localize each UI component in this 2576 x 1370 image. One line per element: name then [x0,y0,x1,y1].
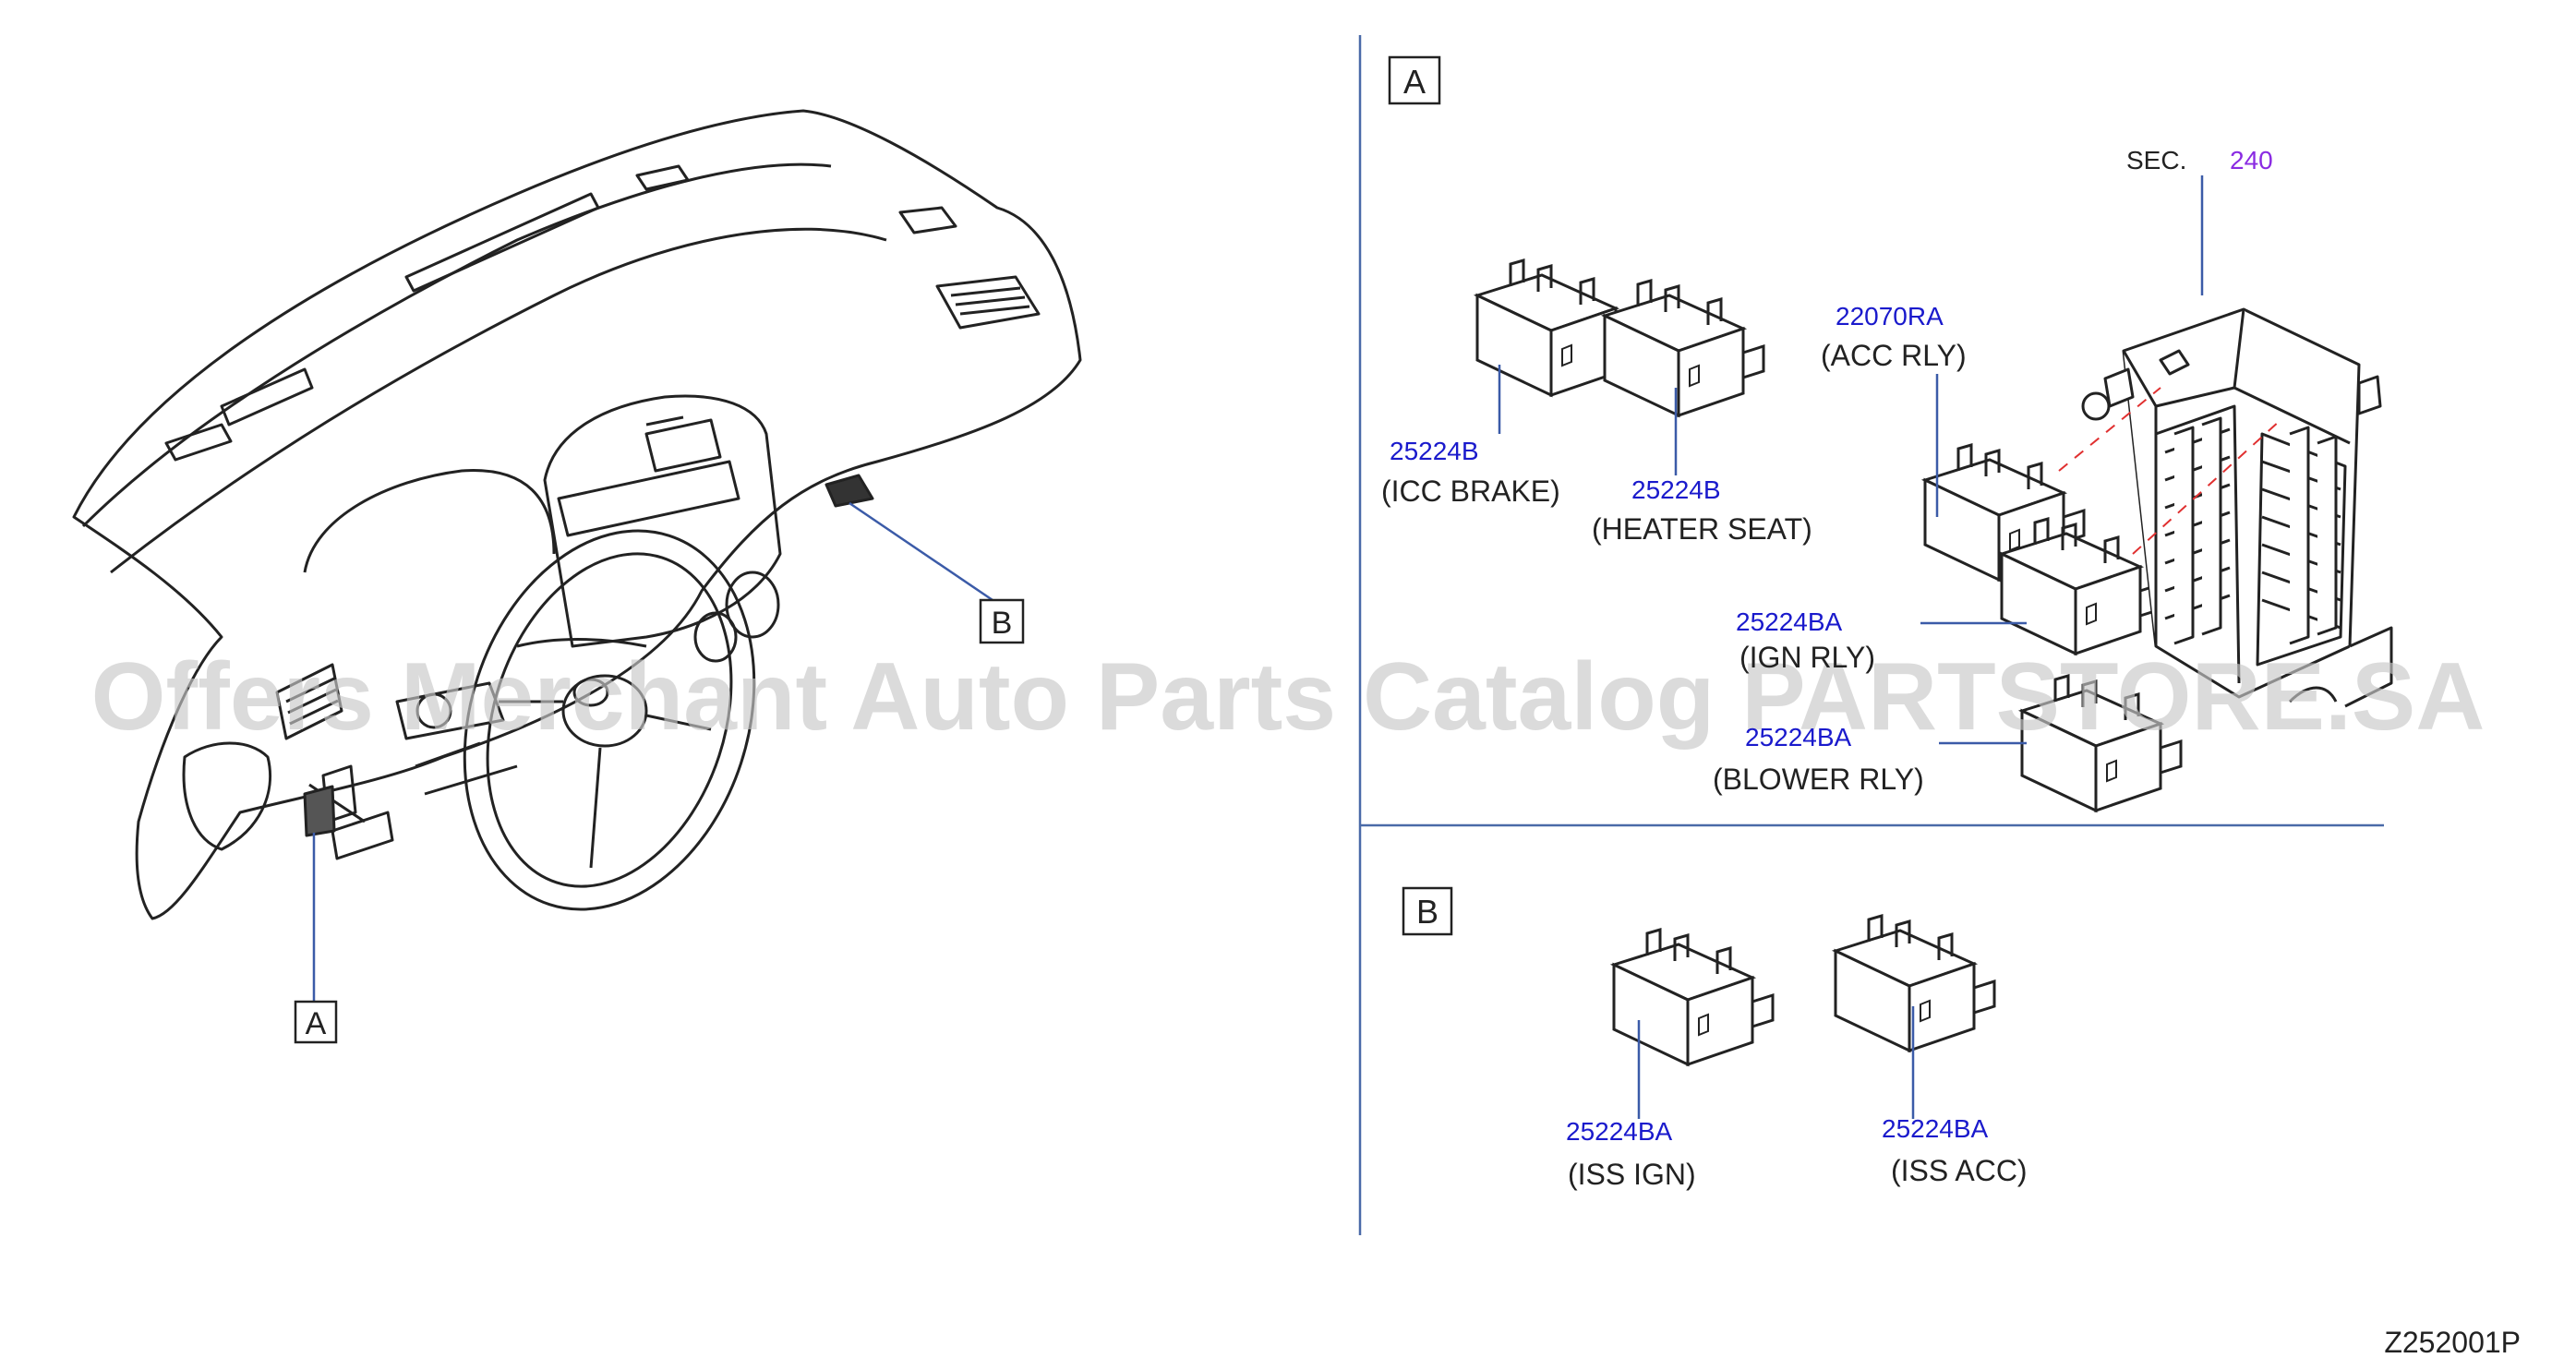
dashboard-illustration [72,109,1082,920]
panel-b-labels: 25224BA (ISS IGN) 25224BA (ISS ACC) [1566,1114,2028,1191]
relay-heater-seat [1603,279,1765,417]
part-desc-icc-brake: (ICC BRAKE) [1381,475,1560,508]
diagram-id: Z252001P [2384,1326,2521,1359]
callout-b-panel: B [1416,893,1438,931]
leader-line-b [849,501,993,602]
panel-b-leaders [1637,1006,1915,1119]
fuse-block [2081,307,2393,708]
part-number-acc-rly: 22070RA [1836,302,1944,330]
watermark: Offers Merchant Auto Parts Catalog PARTS… [91,643,2486,751]
callout-box-a-overview [294,1000,338,1044]
part-number-heater-seat: 25224B [1631,475,1721,504]
callout-box-b-panel [1402,886,1453,936]
assembly-guides [2058,387,2281,555]
callout-b-overview: B [992,606,1013,641]
part-desc-iss-ign: (ISS IGN) [1568,1158,1696,1191]
callout-a-overview: A [306,1006,327,1041]
relay-iss-acc [1834,914,1996,1052]
part-desc-iss-acc: (ISS ACC) [1891,1154,2028,1187]
callout-a-panel: A [1403,63,1426,101]
callout-box-b-overview [979,598,1025,644]
part-desc-acc-rly: (ACC RLY) [1821,339,1967,372]
part-number-icc-brake: 25224B [1390,437,1479,465]
section-prefix: SEC. [2126,146,2186,174]
part-number-iss-acc: 25224BA [1882,1114,1989,1143]
part-desc-blower-rly: (BLOWER RLY) [1713,763,1924,796]
callout-box-a-panel [1388,55,1441,105]
part-desc-heater-seat: (HEATER SEAT) [1592,512,1812,546]
section-number: 240 [2230,146,2273,174]
panel-a-labels: 25224B (ICC BRAKE) 25224B (HEATER SEAT) … [1381,146,2273,796]
panel-a-leaders [1498,175,2204,745]
part-number-iss-ign: 25224BA [1566,1117,1673,1146]
part-desc-ign-rly: (IGN RLY) [1739,641,1875,674]
part-number-blower-rly: 25224BA [1745,723,1852,751]
part-number-ign-rly: 25224BA [1736,607,1843,636]
